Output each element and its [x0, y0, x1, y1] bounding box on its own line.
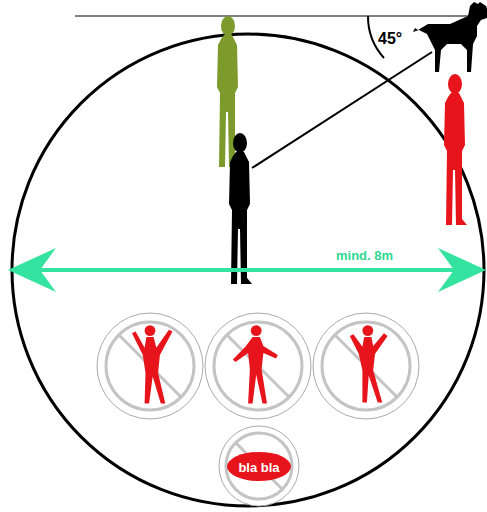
arrow-head	[8, 248, 56, 292]
distance-circle	[12, 34, 484, 506]
prohibition-sign	[97, 313, 203, 419]
dimension-label: mind. 8m	[336, 248, 393, 263]
red-person	[444, 74, 467, 225]
prohibition-sign	[205, 313, 311, 419]
speech-bubble: bla bla	[227, 452, 291, 481]
reference-line	[75, 16, 487, 17]
handler-person	[229, 133, 252, 284]
leash-line	[252, 52, 432, 168]
prohibition-sign	[313, 313, 419, 419]
bubble-text: bla bla	[238, 453, 279, 482]
prohibition-sign	[219, 426, 299, 506]
angle-label: 45°	[378, 30, 402, 48]
dog-silhouette	[413, 2, 487, 72]
arrow-head	[438, 248, 486, 292]
distance-arrow	[40, 268, 456, 272]
